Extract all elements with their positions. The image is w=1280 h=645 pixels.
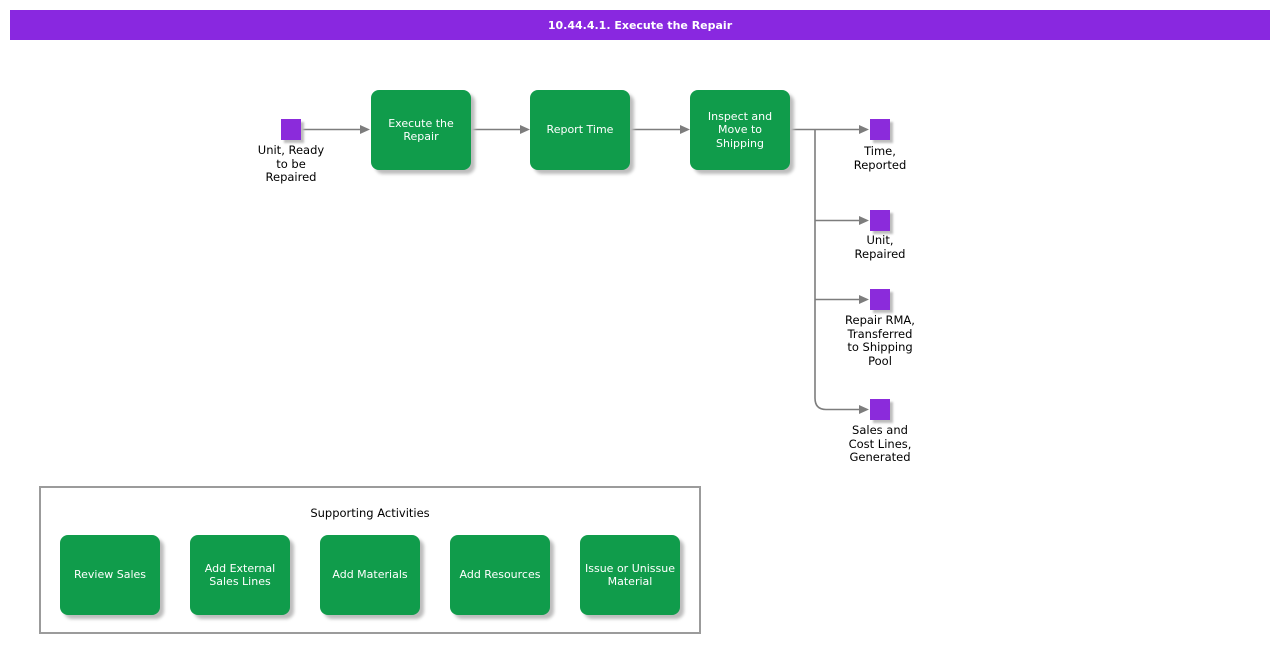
arrowhead-icon [360,125,370,134]
arrowhead-icon [859,405,869,414]
artifact-unit-ready-square[interactable] [281,119,301,140]
arrowhead-icon [520,125,530,134]
artifact-repair-rma-square[interactable] [870,289,890,310]
process-step-inspect-and-move-to-shipping[interactable]: Inspect and Move to Shipping [690,90,790,170]
arrowhead-icon [859,125,869,134]
arrowhead-icon [680,125,690,134]
artifact-time-reported-square[interactable] [870,119,890,140]
activity-review-sales[interactable]: Review Sales [60,535,160,615]
artifact-unit-ready-label: Unit, Ready to be Repaired [257,143,325,184]
diagram-title-bar: 10.44.4.1. Execute the Repair [10,10,1270,40]
arrowhead-icon [859,295,869,304]
artifact-unit-repaired-label: Unit, Repaired [854,233,906,261]
activity-issue-or-unissue-material[interactable]: Issue or Unissue Material [580,535,680,615]
artifact-time-reported-label: Time, Reported [853,144,907,172]
artifact-sales-cost-lines-label: Sales and Cost Lines, Generated [848,423,912,464]
activity-add-materials[interactable]: Add Materials [320,535,420,615]
process-step-report-time[interactable]: Report Time [530,90,630,170]
activity-add-resources[interactable]: Add Resources [450,535,550,615]
process-step-execute-the-repair[interactable]: Execute the Repair [371,90,471,170]
artifact-repair-rma-label: Repair RMA, Transferred to Shipping Pool [845,313,915,368]
artifact-sales-cost-lines-square[interactable] [870,399,890,420]
activity-add-external-sales-lines[interactable]: Add External Sales Lines [190,535,290,615]
artifact-unit-repaired-square[interactable] [870,210,890,231]
supporting-activities-title: Supporting Activities [310,506,430,520]
arrowhead-icon [859,216,869,225]
supporting-activities-panel: Supporting Activities Review Sales Add E… [39,486,701,634]
